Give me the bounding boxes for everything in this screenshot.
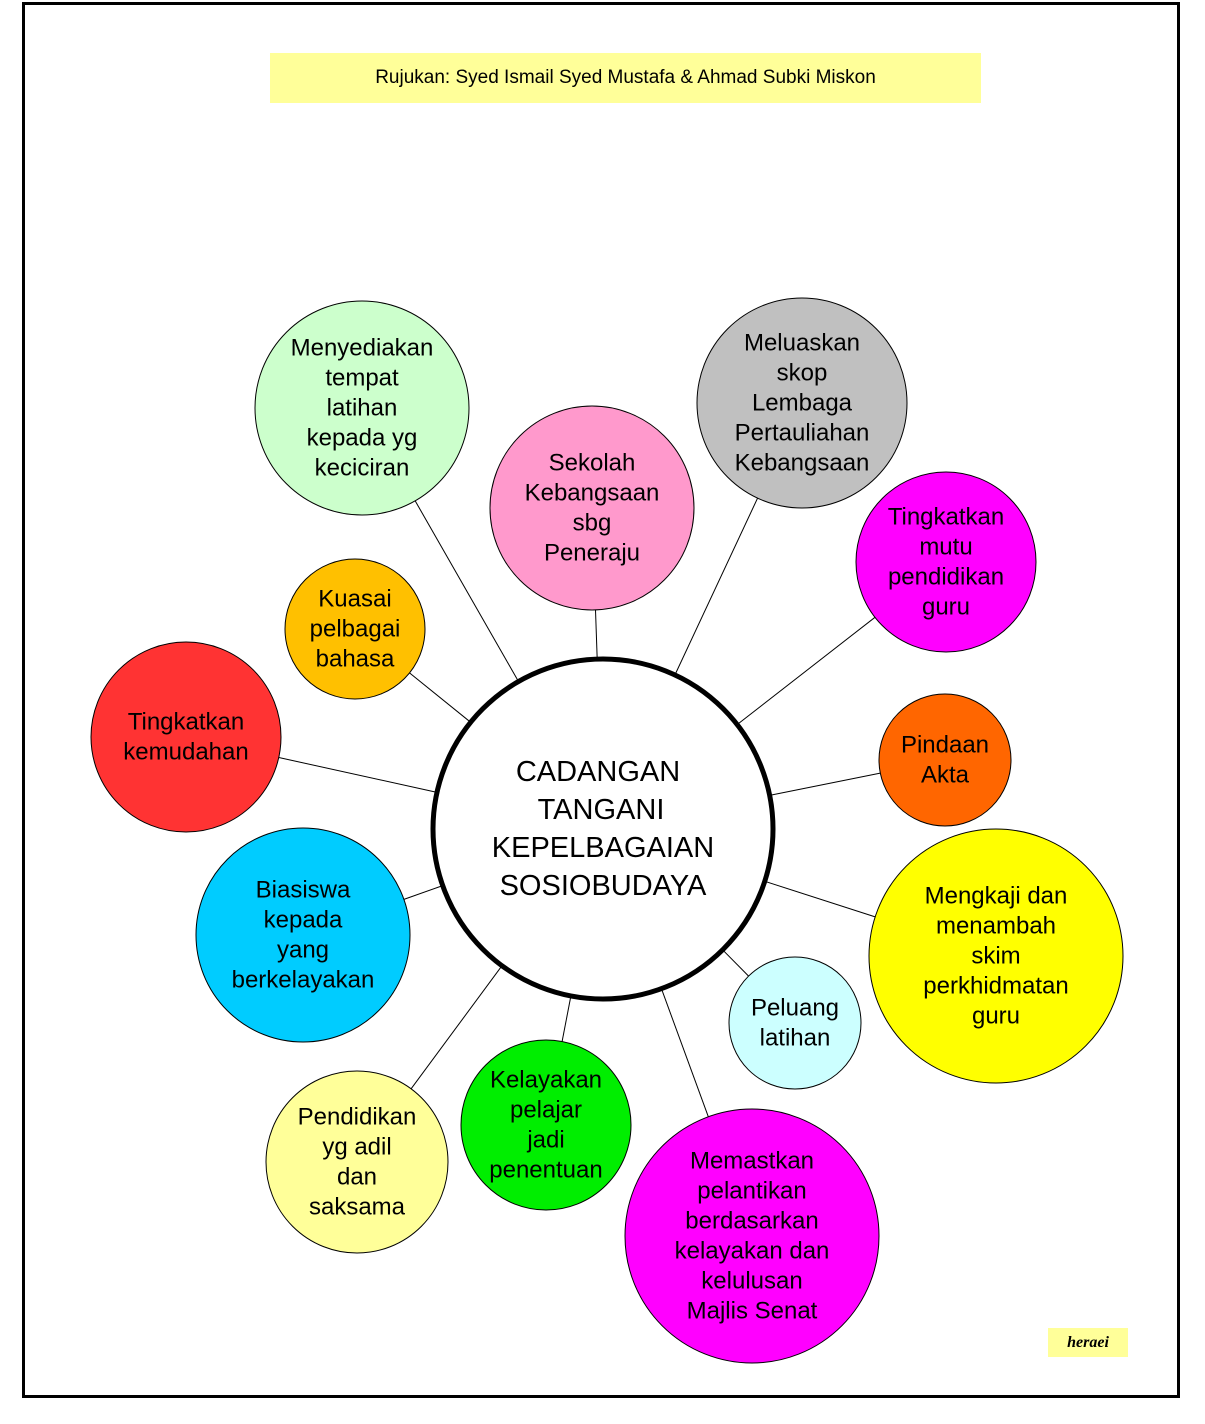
connector-tingkatkan-mutu — [736, 616, 876, 725]
connector-pindaan-akta — [769, 772, 881, 796]
node-label-line: keciciran — [315, 455, 410, 482]
node-circle — [489, 405, 695, 611]
connector-tingkatkan-kemudahan — [278, 757, 438, 793]
node-label-line: Akta — [921, 762, 970, 789]
node-label-line: kelulusan — [701, 1268, 802, 1295]
node-label-line: sbg — [573, 510, 612, 537]
node-label-line: skop — [777, 360, 828, 387]
node-circle — [265, 1070, 449, 1254]
node-meluaskan-skop: Meluaskan skopLembagaPertauliahanKebangsa… — [696, 297, 908, 509]
node-label-line: kepada yg — [307, 425, 418, 452]
node-label-line: guru — [922, 594, 970, 621]
center-title-line: SOSIOBUDAYA — [500, 870, 707, 902]
node-label-line: skim — [971, 943, 1020, 970]
node-label-line: guru — [972, 1003, 1020, 1030]
connector-menyediakan-tempat-latihan — [414, 500, 519, 682]
node-label-line: Pendidikan — [298, 1104, 417, 1131]
center-circle — [430, 656, 776, 1002]
node-label-line: pelantikan — [697, 1178, 806, 1205]
reference-banner: Rujukan: Syed Ismail Syed Mustafa & Ahma… — [270, 53, 981, 103]
node-label-line: pelajar — [510, 1097, 582, 1124]
node-label-line: Lembaga — [752, 390, 853, 417]
center-title-line: TANGANI — [538, 794, 665, 826]
node-menyediakan-tempat-latihan: Menyediakan tempat latihan kepada yg kecicir… — [254, 300, 470, 516]
connector-sekolah-kebangsaan — [595, 609, 598, 660]
connector-peluang-latihan — [722, 949, 749, 977]
node-label-line: berkelayakan — [232, 967, 375, 994]
node-label-line: Tingkatkan — [128, 709, 245, 736]
node-circle — [878, 693, 1012, 827]
node-label-line: Kelayakan — [490, 1067, 602, 1094]
node-label-line: Biasiswa — [256, 877, 351, 904]
node-label-line: Majlis Senat — [687, 1298, 818, 1325]
node-circle — [728, 956, 862, 1090]
connector-meluaskan-skop — [674, 497, 759, 676]
node-circle — [855, 471, 1037, 653]
node-circle — [624, 1108, 880, 1364]
node-label-line: Mengkaji dan — [925, 883, 1068, 910]
node-label-line: Memastkan — [690, 1148, 814, 1175]
center-title-line: KEPELBAGAIAN — [492, 832, 714, 864]
node-label-line: Pindaan — [901, 732, 989, 759]
connector-memastkan-pelantikan — [660, 988, 709, 1117]
node-circle — [284, 558, 426, 700]
connector-kelayakan-pelajar — [561, 995, 572, 1042]
node-label-line: latihan — [760, 1025, 831, 1052]
center-title-line: CADANGAN — [516, 756, 680, 788]
node-mengkaji-skim: Mengkaji dan menambah skim perkhidmatan guru — [868, 828, 1124, 1084]
node-label-line: Peneraju — [544, 540, 640, 567]
node-label-line: Menyediakan — [291, 335, 434, 362]
node-label-line: berdasarkan — [685, 1208, 818, 1235]
node-label-line: kelayakan dan — [675, 1238, 830, 1265]
node-label-line: pelbagai — [310, 616, 401, 643]
node-label-line: kepada — [264, 907, 343, 934]
node-label-line: Kebangsaan — [735, 450, 870, 477]
node-label-line: saksama — [309, 1194, 406, 1221]
node-tingkatkan-mutu: Tingkatkan mutu pendidikan guru — [855, 471, 1037, 653]
connector-biasiswa — [403, 885, 443, 900]
node-label-line: latihan — [327, 395, 398, 422]
node-label-line: penentuan — [489, 1157, 602, 1184]
node-label-line: kemudahan — [123, 739, 248, 766]
node-label-line: dan — [337, 1164, 377, 1191]
node-label-line: bahasa — [316, 646, 395, 673]
node-kelayakan-pelajar: Kelayakan pelajar jadi penentuan — [460, 1039, 632, 1211]
node-label-line: menambah — [936, 913, 1056, 940]
node-label-line: mutu — [919, 534, 972, 561]
node-label-line: Sekolah — [549, 450, 636, 477]
node-circle — [696, 297, 908, 509]
node-label-line: pendidikan — [888, 564, 1004, 591]
reference-text: Rujukan: Syed Ismail Syed Mustafa & Ahma… — [375, 67, 876, 88]
node-label-line: Pertauliahan — [735, 420, 870, 447]
node-label-line: Kuasai — [318, 586, 391, 613]
signature-box: heraei — [1048, 1328, 1128, 1357]
node-label-line: jadi — [526, 1127, 564, 1154]
node-circle — [460, 1039, 632, 1211]
node-label-line: yg adil — [322, 1134, 391, 1161]
node-kuasai-bahasa: Kuasai pelbagai bahasa — [284, 558, 426, 700]
node-label-line: perkhidmatan — [923, 973, 1068, 1000]
connector-kuasai-bahasa — [409, 672, 472, 723]
node-label-line: Kebangsaan — [525, 480, 660, 507]
node-label-line: Peluang — [751, 995, 839, 1022]
node-circle — [868, 828, 1124, 1084]
node-circle — [195, 827, 411, 1043]
node-label-line: tempat — [325, 365, 399, 392]
node-memastkan-pelantikan: Memastkan pelantikan berdasarkan kelayakan … — [624, 1108, 880, 1364]
node-peluang-latihan: Peluang latihan — [728, 956, 862, 1090]
node-tingkatkan-kemudahan: Tingkatkan kemudahan — [90, 641, 282, 833]
node-pendidikan-adil: Pendidikan yg adil dan saksama — [265, 1070, 449, 1254]
connector-mengkaji-skim — [764, 880, 876, 918]
node-biasiswa: Biasiswa kepada yang berkelayakan — [195, 827, 411, 1043]
signature-text: heraei — [1067, 1333, 1109, 1351]
node-circle — [254, 300, 470, 516]
connector-pendidikan-adil — [410, 965, 503, 1090]
node-label-line: Meluaskan — [744, 330, 860, 357]
node-label-line: Tingkatkan — [888, 504, 1005, 531]
node-label-line: yang — [277, 937, 329, 964]
node-circle — [90, 641, 282, 833]
